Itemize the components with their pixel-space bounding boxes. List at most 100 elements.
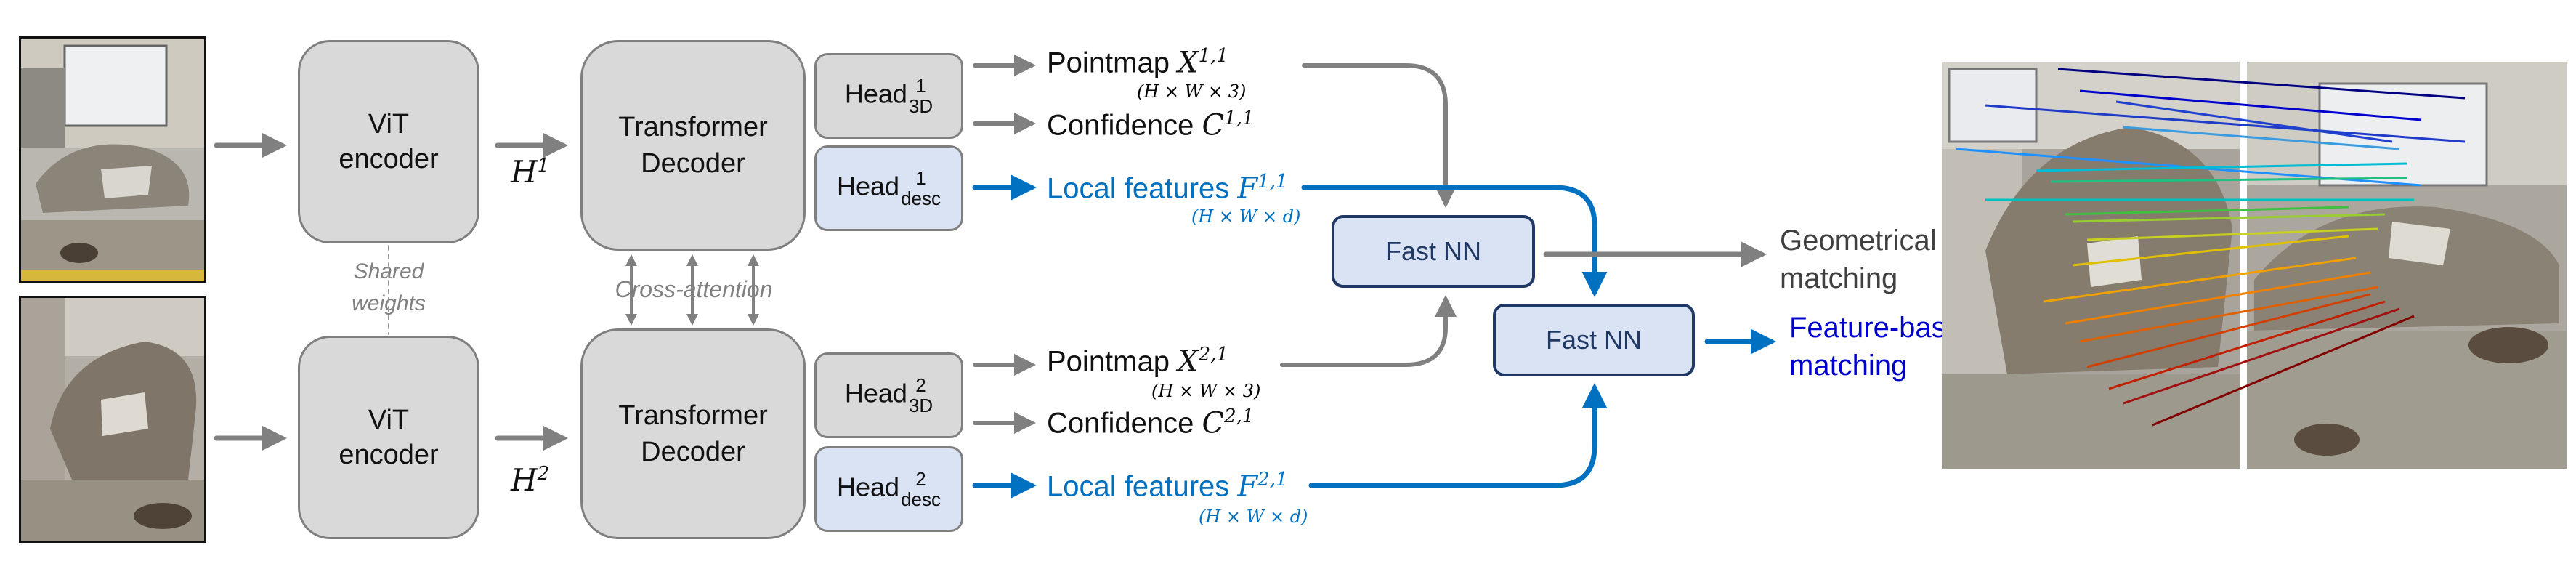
vit-encoder-1-line1: ViT: [368, 109, 410, 140]
transformer-decoder-1: Transformer Decoder: [580, 40, 806, 251]
confidence-2-text: Confidence: [1047, 407, 1194, 440]
features-1-symbol: F: [1237, 172, 1258, 206]
token-h2-symbol: H: [511, 462, 538, 498]
pointmap-1-symbol: X: [1178, 46, 1199, 80]
features-2-text: Local features: [1047, 470, 1230, 503]
pointmap-2-dims: (H × W × 3): [1151, 381, 1261, 401]
correspondence-line: [2050, 177, 2407, 183]
correspondence-line: [2115, 100, 2393, 143]
pointmap-1-text: Pointmap: [1047, 47, 1170, 79]
features-1-sup: 1,1: [1257, 171, 1288, 193]
head-desc-2-sup: 2: [915, 468, 926, 490]
vit-encoder-2-line1: ViT: [368, 405, 410, 435]
correspondence-line: [2123, 307, 2400, 405]
head-3d-1-base: Head: [844, 78, 907, 109]
pointmap-2-text: Pointmap: [1047, 345, 1170, 378]
fast-nn-feature-label: Fast NN: [1545, 325, 1642, 355]
geometrical-matching-label: Geometrical matching: [1780, 222, 1937, 297]
fast-nn-geometric: Fast NN: [1332, 215, 1535, 288]
token-h1: H1: [511, 154, 549, 190]
transformer-decoder-1-line1: Transformer: [618, 112, 768, 142]
vit-encoder-1-line2: encoder: [339, 144, 439, 174]
confidence-1-text: Confidence: [1047, 109, 1194, 142]
correspondence-line: [2086, 227, 2378, 241]
pointmap-2-symbol: X: [1178, 344, 1199, 379]
correspondence-line: [2072, 235, 2349, 267]
pointmap-1-label: Pointmap X1,1: [1047, 45, 1228, 79]
vit-encoder-1: ViT encoder: [298, 40, 479, 243]
head-desc-1-sub: desc: [901, 187, 941, 209]
correspondence-line: [2065, 271, 2371, 325]
features-2-dims: (H × W × d): [1199, 507, 1308, 527]
input-image-1: [19, 36, 206, 283]
confidence-2-label: Confidence C2,1: [1047, 405, 1254, 440]
correspondence-line: [2086, 293, 2371, 368]
head-desc-1-base: Head: [837, 171, 900, 201]
confidence-2-sup: 2,1: [1224, 405, 1255, 427]
vit-encoder-2: ViT encoder: [298, 336, 479, 539]
correspondence-line: [2123, 126, 2400, 150]
transformer-decoder-2-line1: Transformer: [618, 400, 768, 431]
cross-attention-label: Cross-attention: [603, 276, 785, 303]
head-3d-1-sup: 1: [915, 75, 926, 97]
pointmap-2-label: Pointmap X2,1: [1047, 344, 1228, 378]
pointmap-2-sup: 2,1: [1198, 344, 1228, 366]
shared-weights-line1: Shared: [353, 259, 424, 283]
correspondence-line: [2036, 162, 2407, 172]
match-lines: [1956, 68, 2466, 427]
transformer-decoder-2-line2: Decoder: [641, 437, 745, 467]
token-h1-sup: 1: [537, 155, 550, 177]
confidence-1-sup: 1,1: [1224, 108, 1255, 129]
transformer-decoder-1-line2: Decoder: [641, 148, 745, 179]
input-image-2: [19, 296, 206, 543]
matching-result-image: [1942, 62, 2567, 469]
correspondence-line: [1985, 104, 2466, 143]
correspondence-line: [2079, 89, 2422, 121]
shared-weights-label: Shared weights: [320, 256, 458, 320]
arrow-pointmap2-fastnn: [1280, 295, 1457, 367]
head-3d-1-sub: 3D: [908, 95, 933, 117]
head-3d-2-sup: 2: [915, 374, 926, 396]
correspondence-line: [2152, 315, 2415, 427]
features-1-text: Local features: [1047, 172, 1230, 205]
transformer-decoder-2: Transformer Decoder: [580, 328, 806, 539]
token-h2-sup: 2: [537, 463, 550, 485]
features-2-label: Local features F2,1: [1047, 469, 1288, 503]
fast-nn-geometric-label: Fast NN: [1385, 236, 1481, 266]
correspondence-line: [2065, 206, 2349, 216]
features-2-sup: 2,1: [1257, 469, 1288, 491]
geometrical-matching-line1: Geometrical: [1780, 225, 1937, 257]
arrow-features2-fastnn: [1308, 383, 1608, 488]
head-desc-1-sup: 1: [915, 167, 926, 189]
pointmap-1-sup: 1,1: [1198, 45, 1228, 67]
fast-nn-feature: Fast NN: [1493, 304, 1695, 376]
head-3d-2-sub: 3D: [908, 395, 933, 416]
correspondence-line: [2043, 257, 2357, 303]
head-3d-2-base: Head: [844, 378, 907, 408]
features-1-label: Local features F1,1: [1047, 171, 1288, 205]
confidence-1-symbol: C: [1202, 108, 1225, 142]
vit-encoder-2-line2: encoder: [339, 440, 439, 470]
confidence-1-label: Confidence C1,1: [1047, 108, 1254, 142]
shared-weights-line2: weights: [352, 291, 426, 315]
cross-attention-text: Cross-attention: [615, 276, 773, 302]
head-desc-2-sub: desc: [901, 488, 941, 510]
correspondence-line: [2108, 300, 2386, 390]
token-h2: H2: [511, 462, 549, 498]
token-h1-symbol: H: [511, 154, 538, 190]
correspondence-line: [2072, 213, 2386, 223]
correspondence-line: [2079, 286, 2378, 343]
arrow-pointmap1-fastnn: [1302, 63, 1457, 208]
correspondence-line: [2057, 68, 2466, 100]
feature-based-matching-line2: matching: [1789, 350, 1908, 382]
features-1-dims: (H × W × d): [1191, 206, 1301, 227]
confidence-2-symbol: C: [1202, 406, 1225, 440]
geometrical-matching-line2: matching: [1780, 262, 1898, 294]
